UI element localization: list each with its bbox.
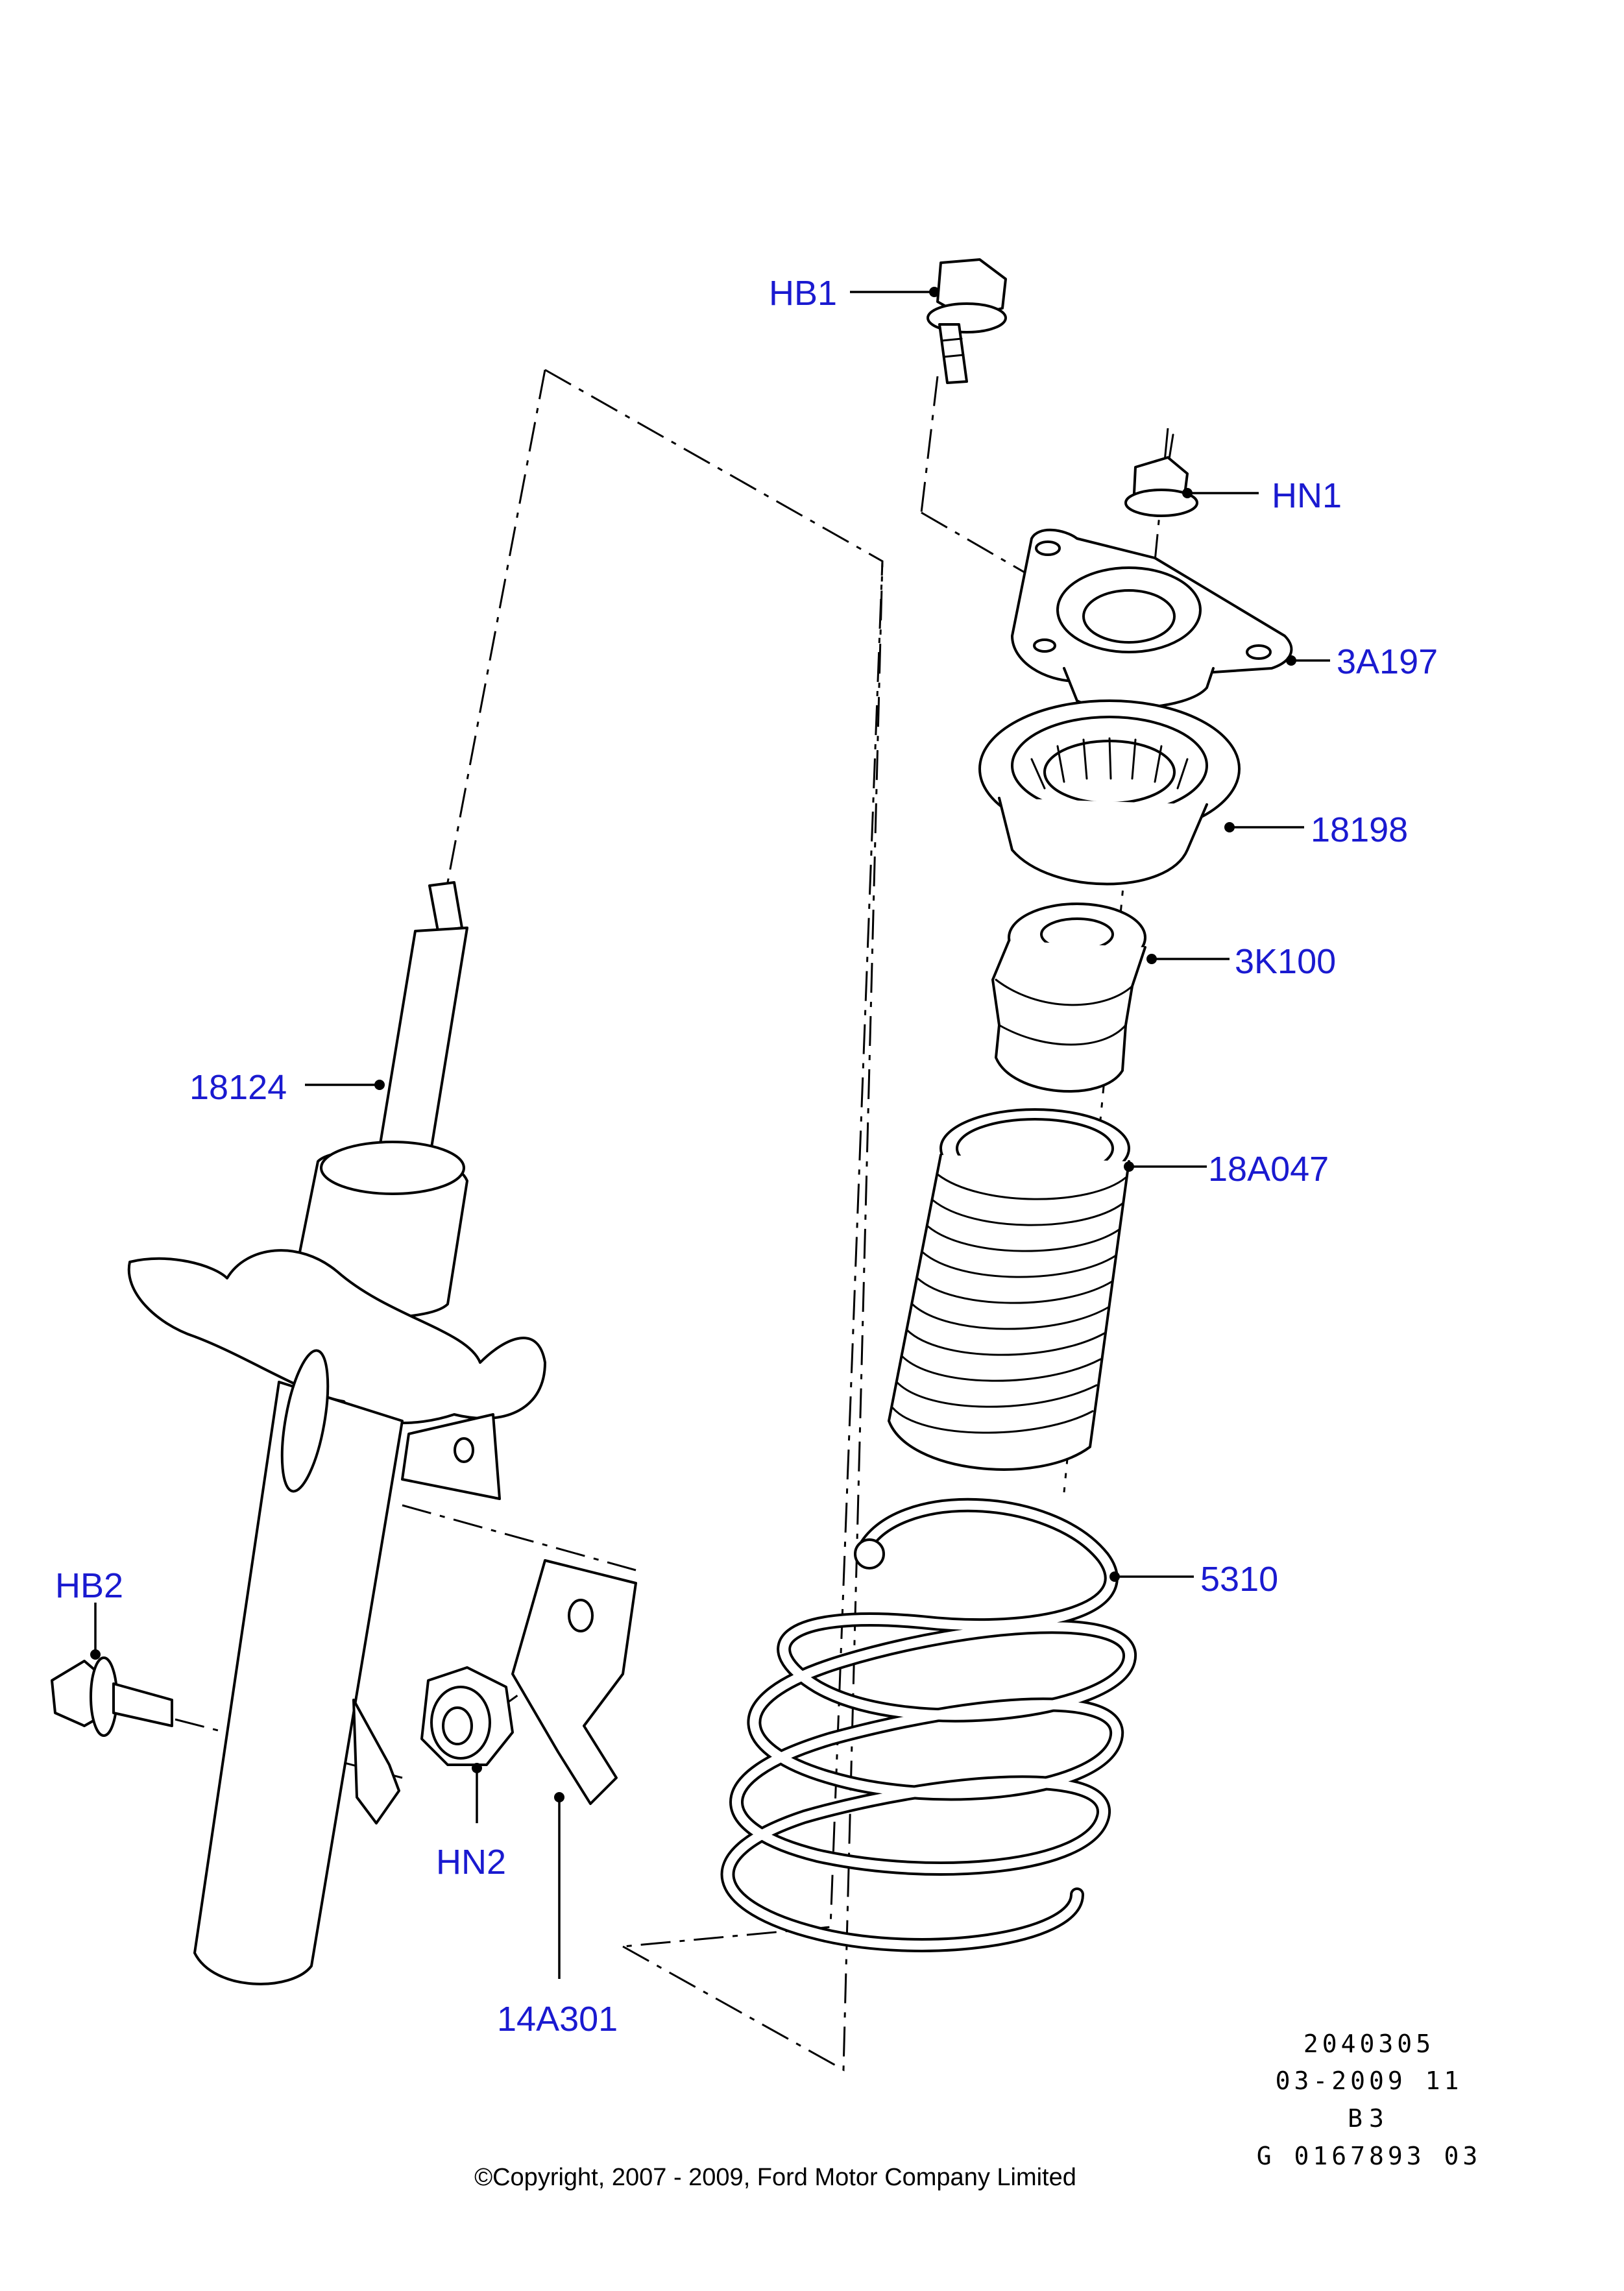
callout-3a197: 3A197 (1337, 642, 1438, 681)
strut-18124 (127, 881, 546, 1985)
callout-hn1: HN1 (1272, 476, 1342, 515)
reference-block: 2040305 03-2009 11 B3 G 0167893 03 (1257, 2030, 1482, 2170)
dust-boot-18a047 (888, 1108, 1130, 1471)
nut-hn2 (420, 1666, 514, 1766)
callout-hb1: HB1 (769, 274, 837, 313)
callout-labels: HB1 HN1 3A197 18198 3K100 18124 18A047 5… (55, 274, 1438, 2039)
reference-line-2: 03-2009 11 (1276, 2067, 1463, 2095)
callout-18198: 18198 (1311, 810, 1408, 849)
nut-hn1 (1124, 433, 1198, 517)
reference-line-4: G 0167893 03 (1257, 2142, 1482, 2170)
callout-5310: 5310 (1200, 1560, 1278, 1599)
copyright-notice: ©Copyright, 2007 - 2009, Ford Motor Comp… (474, 2164, 1076, 2191)
top-mount-3a197 (1011, 528, 1293, 710)
callout-18a047: 18A047 (1208, 1150, 1329, 1189)
bearing-18198 (978, 699, 1241, 886)
bolt-hb2 (51, 1656, 173, 1737)
callout-14a301: 14A301 (497, 2000, 618, 2039)
reference-line-1: 2040305 (1303, 2030, 1435, 2058)
bolt-hb1 (927, 258, 1007, 384)
leader-lines (90, 287, 1330, 1979)
bracket-14a301 (511, 1559, 637, 1805)
callout-hn2: HN2 (436, 1843, 506, 1882)
callout-3k100: 3K100 (1235, 942, 1336, 981)
coil-spring-5310 (720, 1497, 1137, 1952)
callout-18124: 18124 (189, 1068, 287, 1107)
bump-stop-3k100 (991, 903, 1146, 1093)
reference-line-3: B3 (1348, 2104, 1390, 2133)
callout-hb2: HB2 (55, 1566, 123, 1605)
